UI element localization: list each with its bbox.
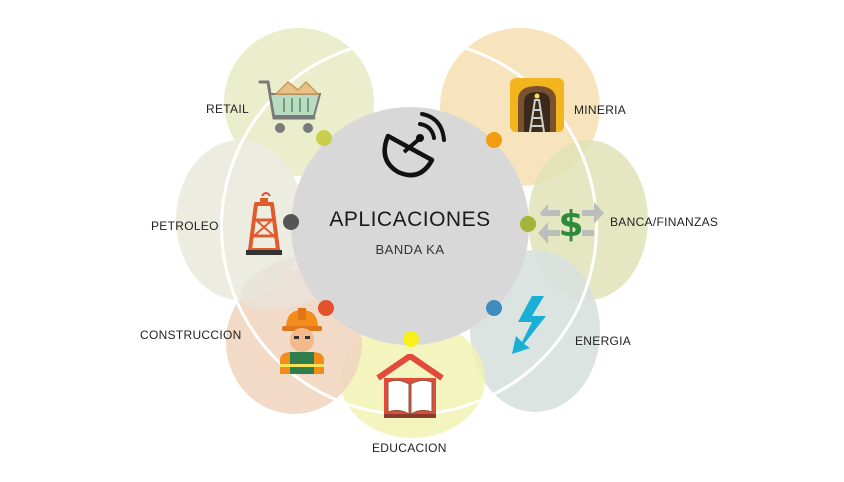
oil-rig-icon [244, 190, 284, 256]
label-banca: BANCA/FINANZAS [610, 215, 719, 229]
svg-text:$: $ [558, 204, 583, 245]
money-exchange-icon: $ [538, 198, 604, 248]
satellite-dish-icon [374, 110, 450, 182]
label-mineria: MINERIA [574, 103, 627, 117]
shopping-cart-icon [258, 78, 324, 138]
label-petroleo: PETROLEO [151, 219, 219, 233]
center-title: APLICACIONES [329, 208, 491, 231]
label-retail: RETAIL [206, 102, 249, 116]
dot-petroleo [283, 214, 299, 230]
label-construccion: CONSTRUCCION [140, 328, 242, 342]
dot-energia [486, 300, 502, 316]
dot-educacion [403, 331, 419, 347]
label-energia: ENERGIA [575, 334, 632, 348]
school-book-icon [376, 353, 444, 420]
dot-construccion [318, 300, 334, 316]
dot-retail [316, 130, 332, 146]
center-subtitle: BANDA KA [375, 242, 445, 257]
dot-banca [520, 216, 536, 232]
construction-worker-icon [276, 306, 328, 374]
label-educacion: EDUCACION [372, 441, 447, 455]
dot-mineria [486, 132, 502, 148]
lightning-bolt-icon [506, 294, 552, 356]
mine-tunnel-icon [510, 78, 564, 133]
